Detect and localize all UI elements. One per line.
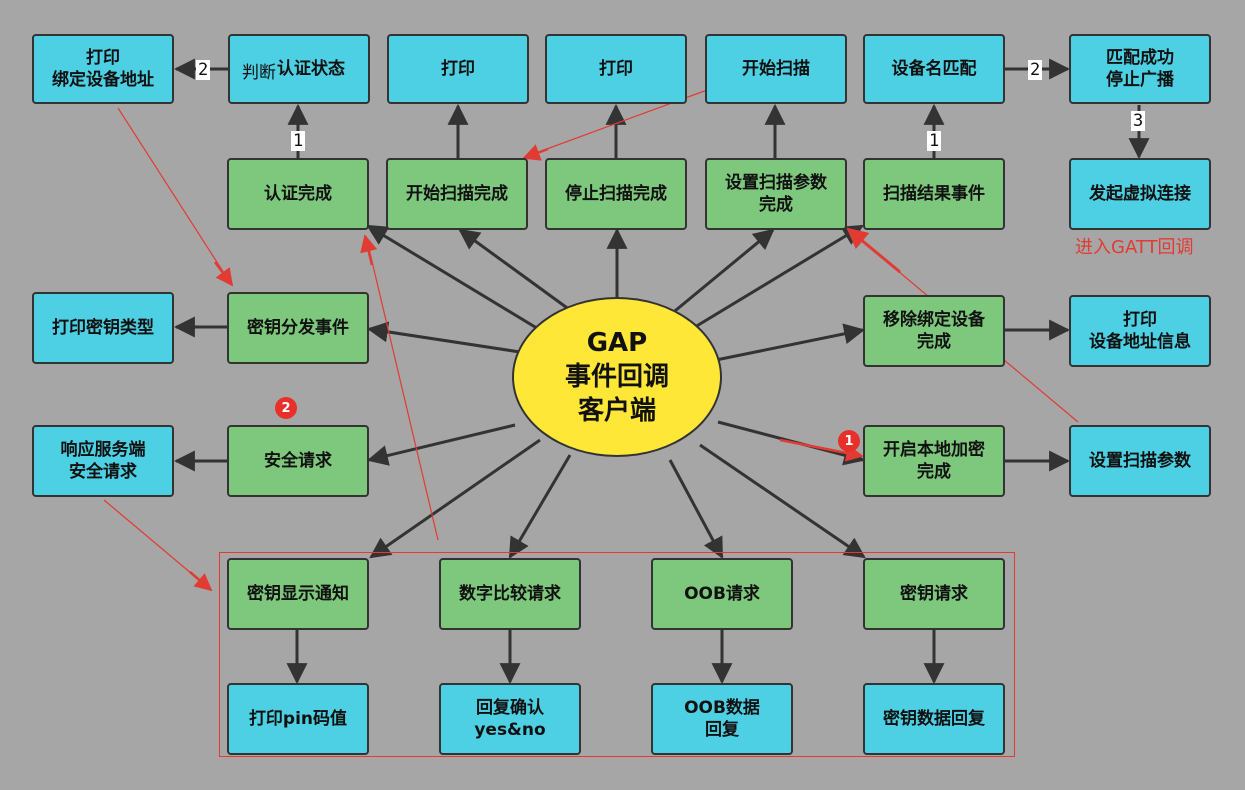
edge-center-key-dist bbox=[366, 321, 521, 354]
node-numeric-compare: 数字比较请求 bbox=[439, 558, 581, 630]
node-passkey-data-reply: 密钥数据回复 bbox=[863, 683, 1005, 755]
red-arrow-head-start-scan-complete bbox=[522, 144, 549, 161]
node-print-key-type: 打印密钥类型 bbox=[32, 292, 174, 364]
node-device-name-match: 设备名匹配 bbox=[863, 34, 1005, 104]
node-reply-confirm: 回复确认 yes&no bbox=[439, 683, 581, 755]
edge-label-scan-result-to-match: 1 bbox=[927, 131, 942, 151]
node-virtual-connect: 发起虚拟连接 bbox=[1069, 158, 1211, 230]
edge-center-start-scan-complete bbox=[458, 228, 571, 312]
node-respond-security: 响应服务端 安全请求 bbox=[32, 425, 174, 497]
edge-center-set-scan-param-complete bbox=[669, 228, 775, 317]
edge-center-security-request bbox=[366, 423, 516, 466]
edge-center-passkey-notify bbox=[369, 438, 541, 559]
node-start-scan-complete: 开始扫描完成 bbox=[386, 158, 528, 230]
node-print-1: 打印 bbox=[387, 34, 529, 104]
step-badge-2: 2 bbox=[275, 397, 297, 419]
red-arrow-head-auth bbox=[360, 234, 378, 266]
node-passkey-request: 密钥请求 bbox=[863, 558, 1005, 630]
node-match-success: 匹配成功 停止广播 bbox=[1069, 34, 1211, 104]
red-arrow-head-group bbox=[189, 571, 213, 592]
edge-label-auth-complete-to-state: 1 bbox=[291, 131, 306, 151]
edge-center-oob-request bbox=[668, 459, 724, 559]
node-stop-scan-complete: 停止扫描完成 bbox=[545, 158, 687, 230]
node-set-scan-param: 设置扫描参数 bbox=[1069, 425, 1211, 497]
node-print-device-addr-info: 打印 设备地址信息 bbox=[1069, 295, 1211, 367]
node-print-bind-address: 打印 绑定设备地址 bbox=[32, 34, 174, 104]
node-print-pin: 打印pin码值 bbox=[227, 683, 369, 755]
edge-center-scan-result bbox=[689, 224, 864, 332]
node-oob-data-reply: OOB数据 回复 bbox=[651, 683, 793, 755]
node-passkey-notify: 密钥显示通知 bbox=[227, 558, 369, 630]
edge-center-passkey-request bbox=[699, 443, 866, 559]
red-arrow-print-bind-to-key-dist bbox=[117, 107, 232, 285]
node-scan-result-event: 扫描结果事件 bbox=[863, 158, 1005, 230]
node-start-scan: 开始扫描 bbox=[705, 34, 847, 104]
node-remove-bond-complete: 移除绑定设备 完成 bbox=[863, 295, 1005, 367]
gap-callback-center: GAP 事件回调 客户端 bbox=[512, 297, 722, 457]
node-auth-complete: 认证完成 bbox=[227, 158, 369, 230]
node-set-scan-param-complete: 设置扫描参数 完成 bbox=[705, 158, 847, 230]
edge-label-match-to-success: 2 bbox=[1028, 60, 1043, 80]
pairing-requests-group bbox=[219, 552, 1015, 757]
judge-annotation: 判断 bbox=[242, 63, 276, 83]
node-oob-request: OOB请求 bbox=[651, 558, 793, 630]
edge-center-auth-complete bbox=[366, 224, 541, 332]
node-local-encrypt-complete: 开启本地加密 完成 bbox=[863, 425, 1005, 497]
node-auth-state: 认证状态 bbox=[228, 34, 370, 104]
red-arrow-head-scan-result bbox=[846, 227, 901, 274]
enter-gatt-note: 进入GATT回调 bbox=[1075, 237, 1194, 258]
node-print-2: 打印 bbox=[545, 34, 687, 104]
edge-label-auth-to-print: 2 bbox=[196, 60, 211, 80]
node-key-dist-event: 密钥分发事件 bbox=[227, 292, 369, 364]
edge-label-success-to-connect: 3 bbox=[1131, 111, 1146, 131]
red-arrow-head-key-dist bbox=[213, 261, 234, 287]
edge-center-remove-bond bbox=[715, 323, 866, 362]
red-arrow-center-to-local-encrypt bbox=[779, 438, 864, 462]
red-arrow-group-to-auth-complete bbox=[365, 235, 439, 541]
edge-center-numeric-compare bbox=[508, 454, 572, 559]
step-badge-1: 1 bbox=[838, 430, 860, 452]
node-security-request: 安全请求 bbox=[227, 425, 369, 497]
